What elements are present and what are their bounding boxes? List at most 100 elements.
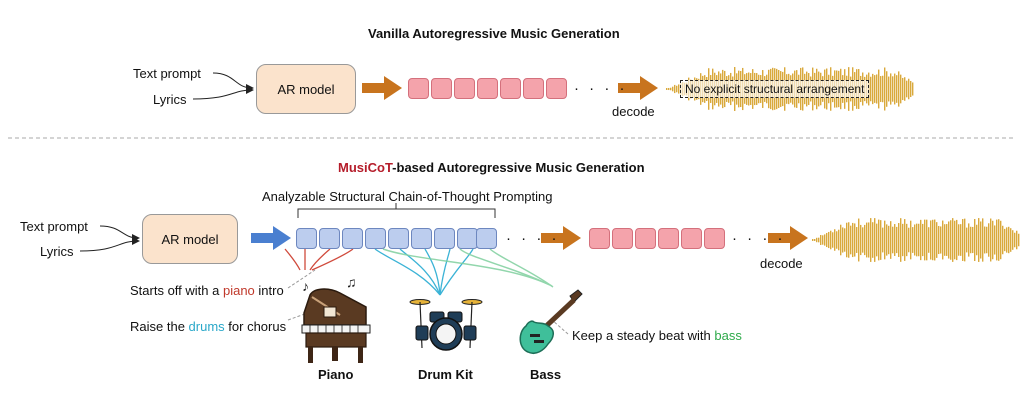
waveform-bar xyxy=(858,218,860,262)
waveform-bar xyxy=(932,219,934,261)
top-arrow-model-to-tokens xyxy=(362,76,402,100)
bottom-ellipsis-1: · · · · xyxy=(506,230,560,247)
waveform-bar xyxy=(926,219,928,261)
waveform-bar xyxy=(824,234,826,246)
waveform-bar xyxy=(672,86,674,92)
waveform-bar xyxy=(850,225,852,255)
note-bass-keyword: bass xyxy=(714,328,742,343)
cot-token-7 xyxy=(434,228,455,249)
music-token-3 xyxy=(635,228,656,249)
waveform-bar xyxy=(1004,228,1006,252)
drum-guidance-curves xyxy=(374,248,474,296)
waveform-bar xyxy=(998,219,1000,261)
music-token-6 xyxy=(704,228,725,249)
waveform-bar xyxy=(960,224,962,256)
waveform-bar xyxy=(892,76,894,102)
waveform-bar xyxy=(1002,225,1004,255)
waveform-bar xyxy=(830,230,832,250)
waveform-bar xyxy=(994,225,996,255)
waveform-bar xyxy=(818,237,820,243)
waveform-bar xyxy=(894,73,896,105)
cot-token-5 xyxy=(388,228,409,249)
waveform-bar xyxy=(924,219,926,261)
waveform-bar xyxy=(966,227,968,253)
waveform-bar xyxy=(986,226,988,254)
bass-guidance-curves xyxy=(382,248,554,288)
top-token-6 xyxy=(523,78,544,99)
bass-leader xyxy=(551,319,569,335)
waveform-bar xyxy=(910,220,912,260)
waveform-bar xyxy=(1016,230,1018,250)
waveform-bar xyxy=(900,218,902,262)
top-ellipsis: · · · · xyxy=(574,80,628,97)
waveform-bar xyxy=(836,231,838,249)
waveform-bar xyxy=(876,223,878,257)
waveform-bar xyxy=(880,76,882,102)
waveform-bar xyxy=(980,221,982,259)
waveform-bar xyxy=(816,237,818,243)
waveform-bar xyxy=(886,71,888,107)
waveform-bar xyxy=(902,77,904,101)
waveform-bar xyxy=(884,220,886,260)
bottom-arrow-decode xyxy=(768,226,808,250)
note-drums-after: for chorus xyxy=(224,319,287,334)
waveform-bar xyxy=(988,223,990,257)
piano-leader xyxy=(287,269,316,289)
waveform-bar xyxy=(952,218,954,262)
waveform-bar xyxy=(968,223,970,257)
waveform-bar xyxy=(942,220,944,260)
waveform-bar xyxy=(1008,226,1010,254)
note-piano-before: Starts off with a xyxy=(130,283,223,298)
bottom-title-highlight: MusiCoT xyxy=(338,160,393,175)
waveform-bar xyxy=(866,222,868,258)
bottom-arrow-cot-to-tokens xyxy=(541,226,581,250)
waveform-bar xyxy=(876,74,878,104)
top-title: Vanilla Autoregressive Music Generation xyxy=(368,26,620,41)
cot-bracket xyxy=(297,203,496,218)
waveform-bar xyxy=(940,226,942,254)
waveform-bar xyxy=(870,76,872,102)
waveform-bar xyxy=(884,67,886,111)
waveform-bar xyxy=(892,226,894,254)
waveform-bar xyxy=(856,227,858,253)
waveform-bar xyxy=(844,228,846,252)
waveform-bar xyxy=(840,224,842,256)
instrument-label-bass: Bass xyxy=(530,367,562,382)
waveform-bar xyxy=(896,75,898,103)
waveform-bar xyxy=(846,222,848,258)
waveform-bar xyxy=(852,222,854,258)
waveform-bar xyxy=(928,227,930,253)
waveform-bar xyxy=(964,218,966,262)
cot-token-3 xyxy=(342,228,363,249)
cot-token-1 xyxy=(296,228,317,249)
waveform-bar xyxy=(908,78,910,100)
cot-token-9 xyxy=(476,228,497,249)
waveform-bar xyxy=(822,235,824,245)
waveform-bar xyxy=(820,234,822,246)
waveform-bar xyxy=(950,220,952,260)
cot-token-4 xyxy=(365,228,386,249)
waveform-bar xyxy=(882,75,884,103)
waveform-bar xyxy=(910,80,912,98)
waveform-bar xyxy=(918,223,920,257)
waveform-bar xyxy=(914,224,916,256)
waveform-bar xyxy=(982,218,984,262)
no-structure-annotation: No explicit structural arrangement xyxy=(680,80,870,98)
top-input-curve-1 xyxy=(212,72,254,92)
waveform-bar xyxy=(854,223,856,257)
waveform-bar xyxy=(902,223,904,257)
waveform-bar xyxy=(874,218,876,262)
waveform-bar xyxy=(946,224,948,256)
waveform-bar xyxy=(1000,220,1002,260)
waveform-bar xyxy=(878,69,880,109)
svg-text:♪: ♪ xyxy=(302,278,309,294)
waveform-bar xyxy=(838,229,840,251)
piano-guidance-curves xyxy=(284,248,354,271)
top-ar-model-box: AR model xyxy=(256,64,356,114)
waveform-bar xyxy=(934,219,936,261)
waveform-bar xyxy=(904,77,906,101)
waveform-bar xyxy=(834,229,836,251)
bottom-decode-label: decode xyxy=(760,256,803,271)
note-drums: Raise the drums for chorus xyxy=(130,319,286,334)
note-piano-after: intro xyxy=(254,283,284,298)
